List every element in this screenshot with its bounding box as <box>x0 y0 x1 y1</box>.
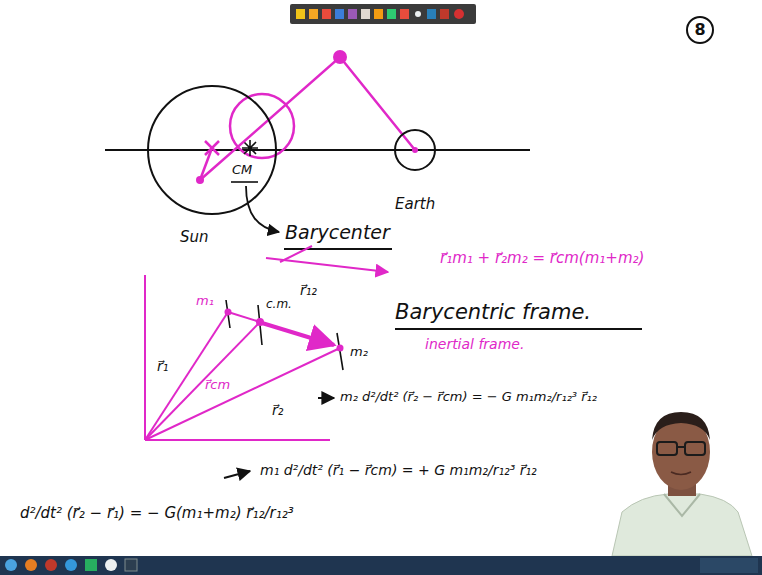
taskbar-icon <box>45 559 57 571</box>
circle-outline <box>687 17 713 43</box>
lecturer-glasses <box>685 442 705 455</box>
lecturer <box>612 412 752 556</box>
sun-body: Sun <box>147 85 277 255</box>
pink-dot <box>412 147 418 153</box>
vector-label: r⃗₁ <box>157 358 168 374</box>
toolbar-icon <box>440 9 449 19</box>
taskbar-icon <box>5 559 17 571</box>
mass-dot <box>225 309 232 316</box>
vector-label: r⃗₁₂ <box>300 282 317 298</box>
mass-tick <box>337 333 343 370</box>
axis <box>145 439 330 441</box>
vector-diagram <box>145 275 344 440</box>
equation: m₂ d²/dt² (r⃗₂ − r⃗cm) = − G m₁m₂/r₁₂³ r… <box>340 390 597 405</box>
taskbar-bar <box>0 556 762 575</box>
circle-outline <box>395 130 435 170</box>
mass-dot <box>256 318 264 326</box>
equation: r⃗₁m₁ + r⃗₂m₂ = r⃗cm(m₁+m₂) <box>440 250 644 267</box>
axis <box>144 275 146 440</box>
frame-heading: Barycentric frame. <box>395 300 591 324</box>
toolbar <box>290 4 476 24</box>
pink-dot <box>333 50 347 64</box>
pink-line <box>200 57 415 180</box>
toolbar-icon <box>309 9 318 19</box>
taskbar-tray <box>700 558 758 573</box>
toolbar-icon <box>427 9 436 19</box>
toolbar-icon <box>296 9 305 19</box>
pink-arrow <box>280 246 312 262</box>
lecturer-hair <box>652 412 710 440</box>
axis-line <box>105 149 530 151</box>
position-vector <box>145 322 260 440</box>
underline <box>284 248 392 250</box>
cm-label: CM <box>232 163 252 178</box>
page-number-circle: 8 <box>686 16 714 44</box>
circle-outline <box>148 86 276 214</box>
toolbar-bar <box>290 4 476 24</box>
equation: m₁ d²/dt² (r⃗₁ − r⃗cm) = + G m₁m₂/r₁₂³ r… <box>260 462 537 478</box>
taskbar-icon <box>85 559 97 571</box>
separation-vector <box>228 312 260 322</box>
taskbar-icon <box>65 559 77 571</box>
toolbar-icon <box>322 9 331 19</box>
equation: d²/dt² (r⃗₂ − r⃗₁) = − G(m₁+m₂) r⃗₁₂/r₁₂… <box>20 505 294 522</box>
node-text: Earth <box>395 195 435 213</box>
taskbar-icon <box>25 559 37 571</box>
orbit-sketch <box>105 50 530 272</box>
toolbar-icon <box>415 11 421 17</box>
toolbar-icon <box>374 9 383 19</box>
frame-note: inertial frame. <box>425 336 524 352</box>
underline <box>395 328 642 330</box>
taskbar-icon <box>125 559 137 571</box>
lecturer-shirt <box>612 494 752 556</box>
toolbar-icon <box>387 9 396 19</box>
position-vector <box>145 348 340 440</box>
taskbar <box>0 556 762 575</box>
toolbar-icon <box>400 9 409 19</box>
node-text: 8 <box>686 16 714 44</box>
mass-label: m₂ <box>350 345 368 360</box>
mass-dot <box>337 345 344 352</box>
taskbar-icon <box>105 559 117 571</box>
earth-body: Earth <box>393 128 453 218</box>
barycenter-label: Barycenter <box>285 222 390 244</box>
implies-arrow <box>318 397 334 399</box>
pointer-arrow <box>224 471 250 478</box>
cm-label: c.m. <box>266 298 292 312</box>
separation-vector <box>262 323 334 345</box>
vector-label: r⃗₂ <box>272 402 283 418</box>
notes-marks <box>224 329 642 478</box>
leader-arrow <box>246 186 279 232</box>
node-outline <box>147 85 277 255</box>
mass-label: m₁ <box>196 294 214 309</box>
node-text: Sun <box>180 228 209 246</box>
toolbar-icon <box>335 9 344 19</box>
lecturer-mouth <box>671 472 691 475</box>
lecturer-glasses <box>657 442 677 455</box>
vector-label: r⃗cm <box>205 378 230 393</box>
toolbar-icon <box>348 9 357 19</box>
underline <box>231 181 258 183</box>
lecturer-glasses <box>677 446 685 448</box>
lecturer-collar <box>664 494 700 516</box>
toolbar-icon <box>361 9 370 19</box>
toolbar-icon <box>454 9 464 19</box>
